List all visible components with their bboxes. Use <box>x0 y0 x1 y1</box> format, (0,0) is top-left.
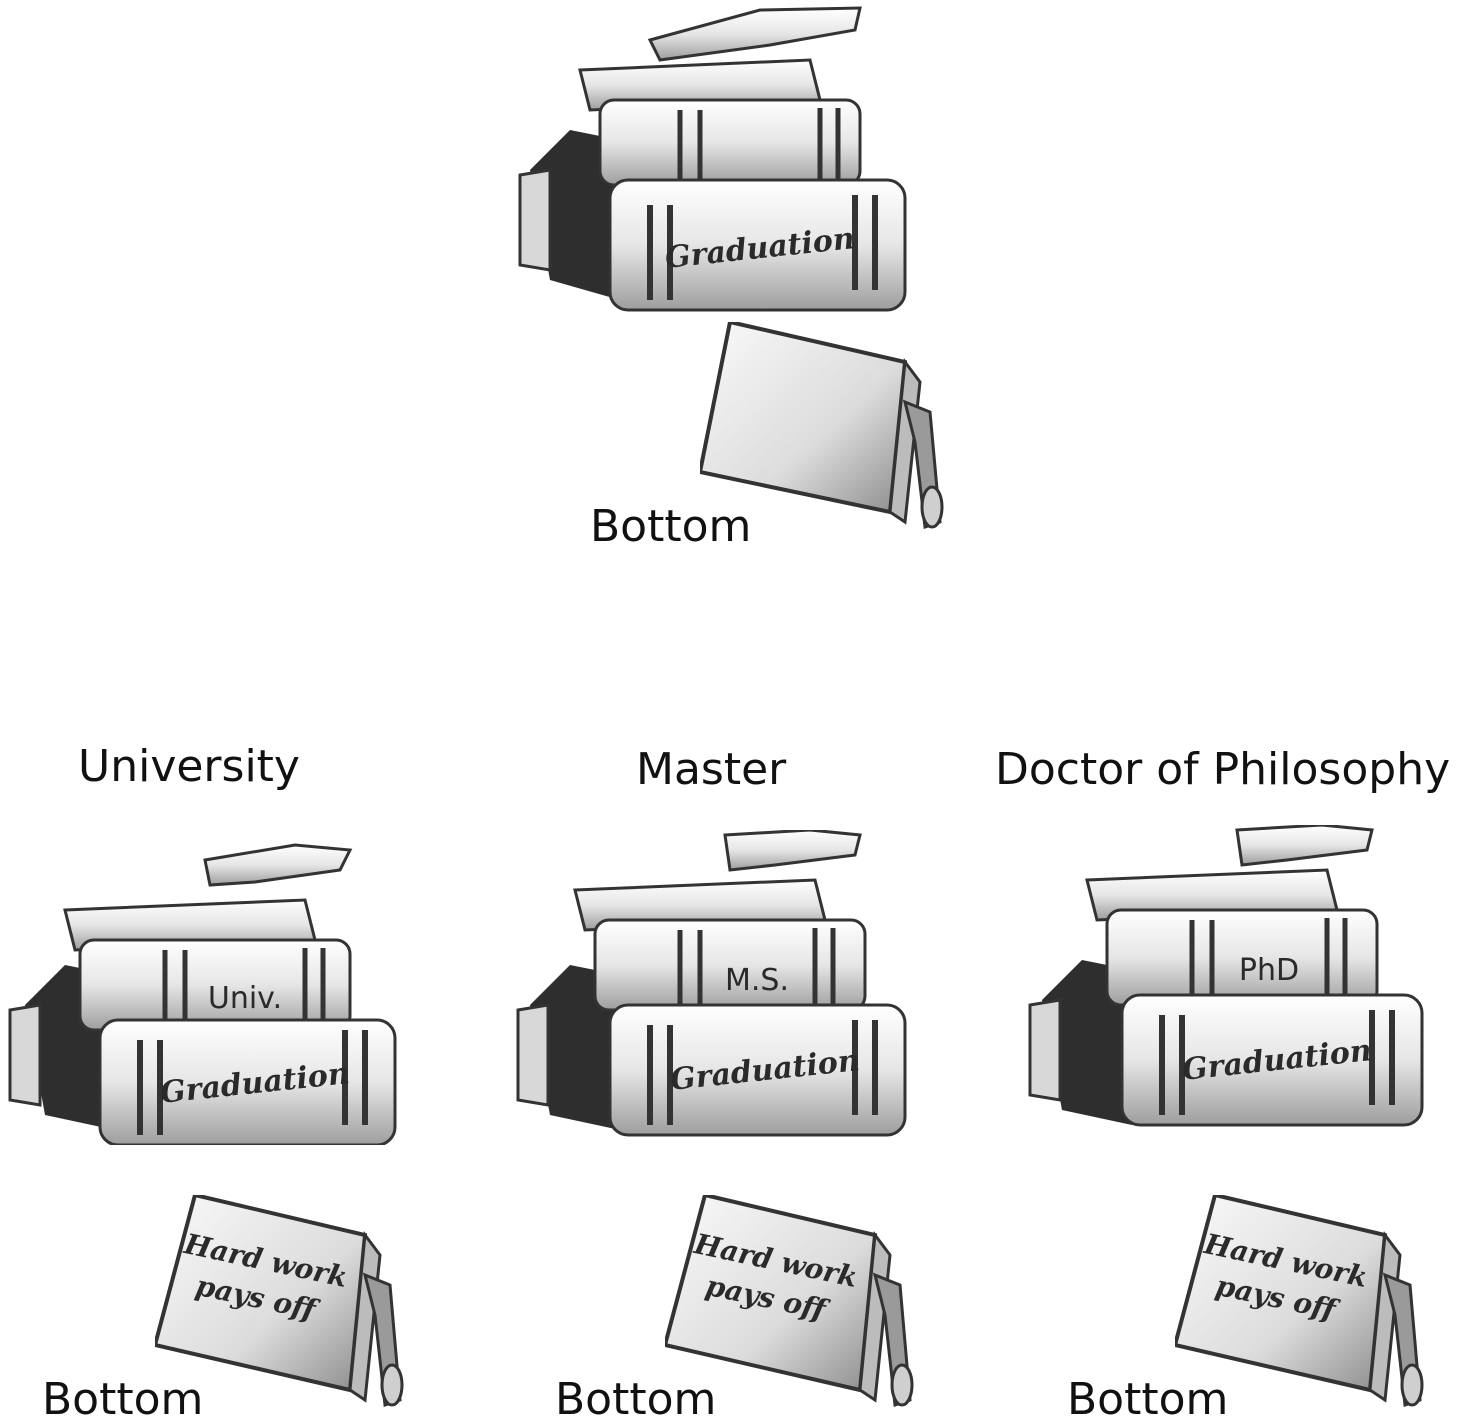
university-charm-front: Univ. Graduation <box>5 830 400 1147</box>
university-charm-bottom-view: Hard work pays off <box>152 1192 415 1410</box>
hard-work-bottom-image: Hard work pays off <box>1172 1192 1424 1408</box>
master-charm-front: M.S. Graduation <box>510 828 910 1145</box>
univ-engraving: Univ. <box>208 981 282 1016</box>
top-bottom-label: Bottom <box>590 501 752 552</box>
master-charm-bottom-view: Hard work pays off <box>662 1192 925 1410</box>
university-charm-image: Univ. Graduation <box>8 843 397 1147</box>
phd-bottom-label: Bottom <box>1067 1374 1229 1425</box>
phd-engraving: PhD <box>1239 953 1299 988</box>
doctor-heading: Doctor of Philosophy <box>995 744 1451 795</box>
hard-work-bottom-image: Hard work pays off <box>662 1192 914 1408</box>
book-stack-charm-image: Graduation <box>518 6 907 312</box>
phd-charm-front: PhD Graduation <box>1022 823 1427 1140</box>
master-charm-image: M.S. Graduation <box>516 828 907 1137</box>
ms-engraving: M.S. <box>725 963 789 998</box>
master-bottom-label: Bottom <box>555 1374 717 1425</box>
phd-charm-bottom-view: Hard work pays off <box>1172 1192 1435 1410</box>
blank-bottom-image <box>697 319 944 530</box>
top-charm-bottom-view <box>697 319 955 532</box>
master-heading: Master <box>636 744 787 795</box>
hard-work-bottom-image: Hard work pays off <box>152 1192 404 1408</box>
university-heading: University <box>78 741 300 792</box>
top-charm-front: Graduation <box>510 0 910 315</box>
phd-charm-image: PhD Graduation <box>1028 823 1424 1127</box>
university-bottom-label: Bottom <box>42 1374 204 1425</box>
